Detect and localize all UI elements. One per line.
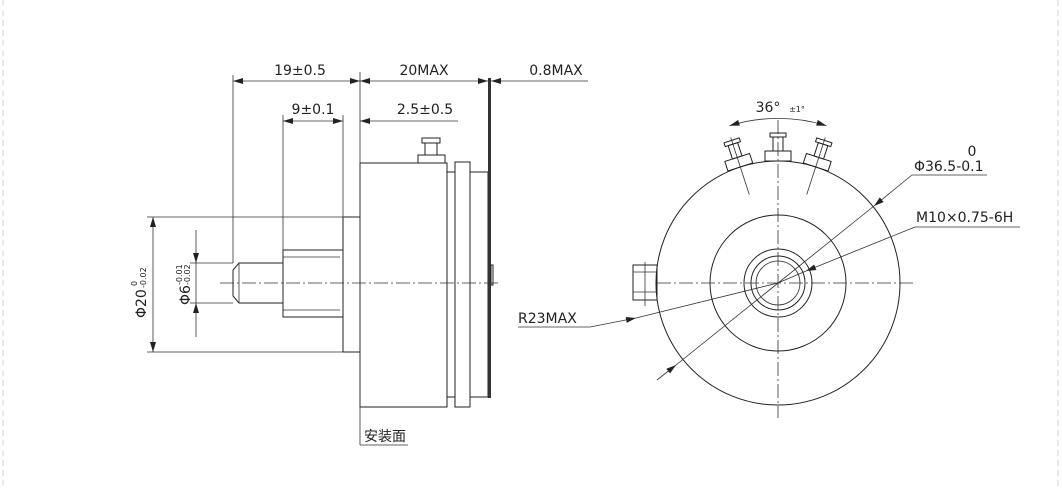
dim-shaft-diameter: Φ6 -0.01 -0.02 bbox=[175, 264, 194, 305]
dim-boss-diameter: Φ20 0 -0.02 bbox=[130, 267, 150, 318]
ring bbox=[446, 171, 456, 398]
dim-boss-length: 9±0.1 bbox=[292, 102, 335, 118]
svg-text:0: 0 bbox=[130, 281, 139, 286]
outer-diameter-label: Φ36.5-0.1 bbox=[914, 159, 984, 175]
rear-tab bbox=[490, 264, 494, 286]
side-terminal bbox=[632, 262, 658, 306]
mounting-flange bbox=[342, 216, 361, 353]
radius-label: R23MAX bbox=[518, 311, 577, 327]
svg-text:-0.02: -0.02 bbox=[139, 267, 148, 288]
svg-text:Φ20: Φ20 bbox=[134, 289, 150, 318]
dim-terminal-offset: 2.5±0.5 bbox=[397, 102, 453, 118]
angle-label: 36° bbox=[756, 100, 781, 116]
front-view: 36° ±1° 0 Φ36.5-0.1 M10×0.75-6H R23MAX bbox=[518, 100, 1020, 418]
outer-diameter-tolerance: 0 bbox=[968, 144, 977, 160]
dim-overall-length: 19±0.5 bbox=[274, 63, 326, 79]
terminal bbox=[417, 137, 446, 164]
plate bbox=[488, 78, 491, 398]
dim-body-length: 20MAX bbox=[399, 63, 448, 79]
svg-text:-0.01: -0.01 bbox=[175, 264, 184, 285]
svg-text:-0.02: -0.02 bbox=[183, 264, 192, 285]
svg-text:Φ6: Φ6 bbox=[178, 285, 194, 305]
rear-cover bbox=[469, 171, 489, 398]
terminals bbox=[723, 132, 833, 195]
mounting-face-label: 安装面 bbox=[364, 429, 406, 445]
side-view: 19±0.5 20MAX 0.8MAX 9±0.1 2.5±0.5 Φ20 0 … bbox=[130, 63, 588, 446]
angle-tolerance: ±1° bbox=[789, 105, 805, 114]
thread-spec-label: M10×0.75-6H bbox=[916, 210, 1013, 226]
shaft-boss bbox=[282, 249, 344, 318]
body bbox=[359, 162, 448, 408]
dim-plate: 0.8MAX bbox=[529, 63, 583, 79]
rear-flange bbox=[454, 161, 471, 408]
